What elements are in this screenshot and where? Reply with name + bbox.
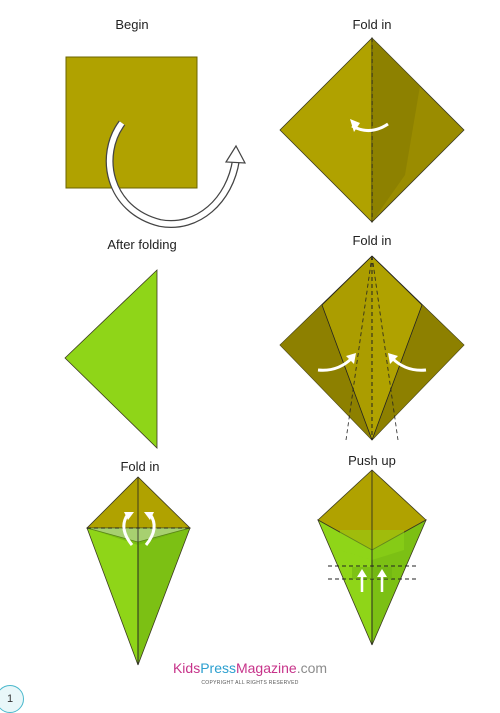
flip-over-arrow-icon: [105, 120, 247, 228]
brand-logo: KidsPressMagazine.com: [0, 660, 500, 676]
fold-arrow-right-icon: [388, 353, 427, 372]
step-5-label: Fold in: [120, 459, 160, 474]
brand-part-2: Press: [200, 660, 236, 676]
brand-part-3: Magazine: [235, 660, 297, 676]
copyright-text: COPYRIGHT ALL RIGHTS RESERVED: [201, 680, 299, 686]
fold-arrow-icon: [350, 119, 389, 132]
step-1-label: Begin: [115, 17, 149, 32]
step-6-label: Push up: [348, 453, 396, 468]
brand-part-1: Kids: [172, 660, 201, 676]
brand-suffix: .com: [296, 660, 328, 676]
push-up-arrow-left-icon: [357, 569, 367, 592]
fold-arrow-left-icon: [122, 512, 134, 546]
fold-arrow-left-icon: [317, 353, 356, 372]
paper-square: [65, 56, 198, 189]
left-flap-shade: [280, 305, 372, 440]
step-2-label: Fold in: [352, 17, 392, 32]
fold-arrow-right-icon: [144, 512, 156, 546]
step-4-label: Fold in: [352, 233, 392, 248]
page-number-badge: 1: [0, 685, 24, 713]
step-3-label: After folding: [107, 237, 177, 252]
right-flap-shade: [372, 305, 464, 440]
folded-triangle: [64, 269, 158, 449]
push-up-arrow-right-icon: [377, 569, 387, 592]
